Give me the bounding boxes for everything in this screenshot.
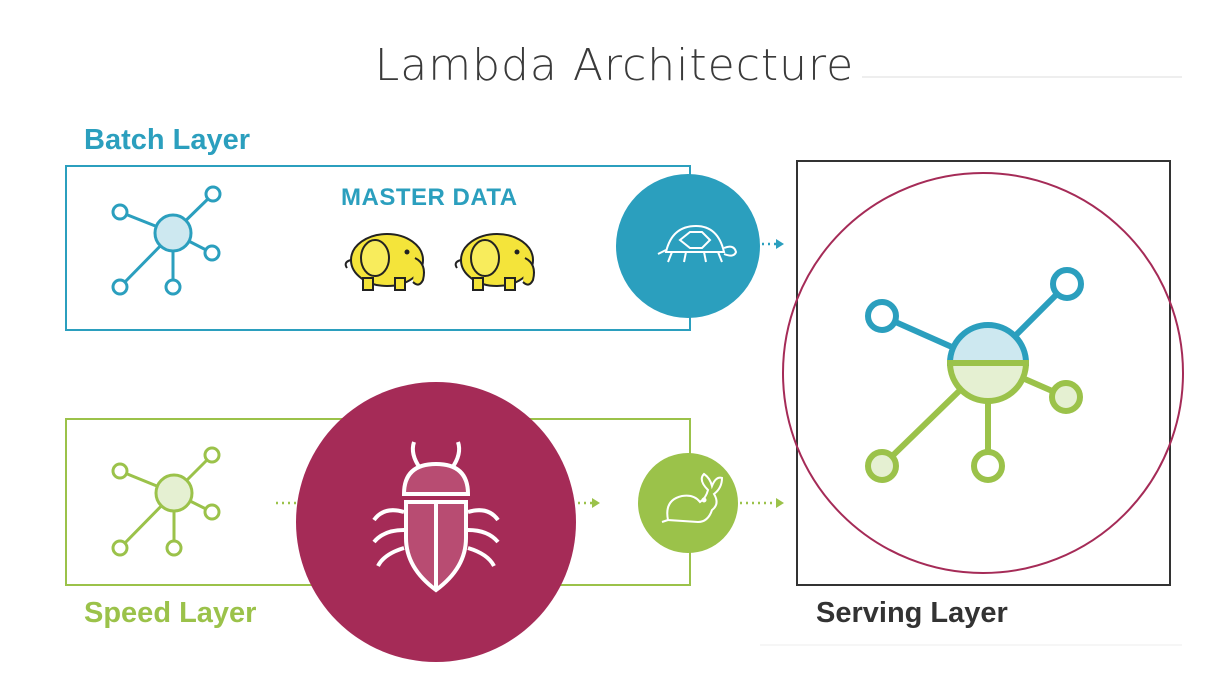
rabbit-arrowhead (776, 498, 784, 508)
rabbit-icon (661, 472, 724, 524)
storm-arrowhead (592, 498, 600, 508)
hadoop-elephant-icon (454, 233, 535, 291)
rabbit-circle (638, 453, 738, 553)
bug-icon (372, 441, 500, 593)
batch-layer-label: Batch Layer (84, 124, 251, 156)
page-title: Lambda Architecture (374, 40, 855, 91)
speed-network-hub-icon (111, 446, 221, 557)
serving-network-hub-icon (865, 267, 1084, 483)
serving-layer-circle (782, 172, 1184, 574)
serving-layer-label: Serving Layer (816, 597, 1008, 629)
batch-network-hub-icon (111, 185, 222, 296)
hadoop-elephant-icon (344, 233, 425, 291)
master-data-label: MASTER DATA (341, 184, 518, 211)
serving-layer-box (796, 160, 1171, 586)
speed-layer-label: Speed Layer (84, 597, 257, 629)
batch-arrowhead (776, 239, 784, 249)
turtle-icon (657, 224, 738, 263)
